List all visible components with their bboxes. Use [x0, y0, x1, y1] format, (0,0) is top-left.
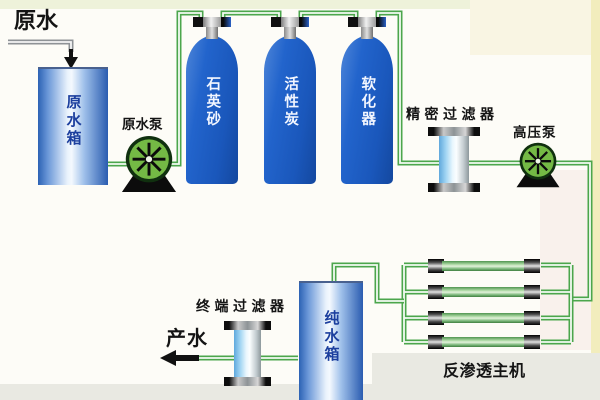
activated-carbon-tank: 活性炭	[264, 36, 316, 184]
product-water-label: 产水	[166, 328, 208, 350]
pure-water-tank-label: 纯水箱	[322, 310, 340, 364]
quartz-sand-tank: 石英砂	[186, 36, 238, 184]
valve-softener	[348, 17, 386, 39]
quartz-sand-label: 石英砂	[204, 76, 221, 129]
raw-water-pump-label: 原水泵	[122, 117, 163, 132]
valve-activated-carbon	[271, 17, 309, 39]
pump-icon	[121, 135, 177, 193]
ro-unit-label: 反渗透主机	[443, 363, 526, 380]
pump-icon	[516, 142, 560, 188]
terminal-filter-label: 终端过滤器	[196, 298, 289, 314]
raw-water-tank: 原水箱	[38, 67, 108, 185]
softener-tank: 软化器	[341, 36, 393, 184]
inlet-arrow-icon	[64, 57, 78, 69]
raw-water-tank-label: 原水箱	[64, 94, 82, 148]
high-pressure-pump-label: 高压泵	[513, 125, 557, 140]
ro-membrane-bank	[428, 258, 540, 350]
pure-water-tank: 纯水箱	[299, 281, 363, 400]
raw-water-label: 原水	[14, 8, 59, 33]
valve-quartz-sand	[193, 17, 231, 39]
high-pressure-pump	[515, 141, 561, 189]
pipe-raw-inlet	[8, 42, 71, 52]
pipe-ro-right-manifold	[541, 265, 571, 342]
precision-filter	[428, 127, 480, 192]
terminal-filter	[224, 321, 271, 386]
softener-label: 软化器	[359, 76, 376, 129]
product-arrow-icon	[160, 350, 176, 366]
activated-carbon-label: 活性炭	[282, 76, 299, 129]
raw-water-pump	[120, 134, 178, 194]
precision-filter-label: 精密过滤器	[406, 106, 499, 122]
